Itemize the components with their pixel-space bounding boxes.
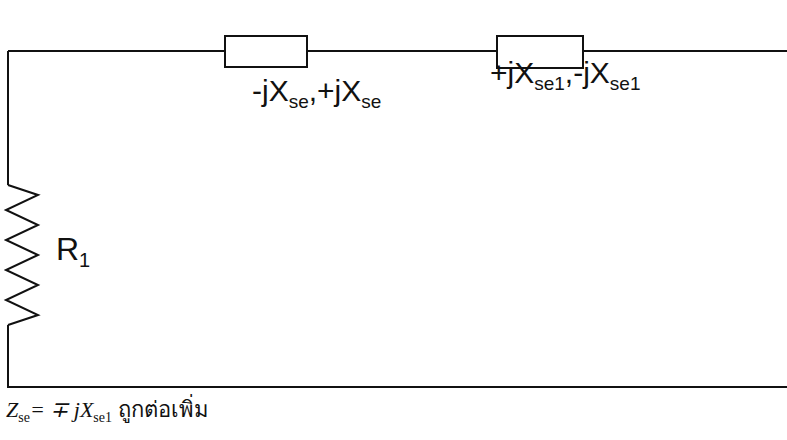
impedance-box — [225, 36, 307, 67]
wires — [6, 51, 787, 387]
label-text: -jX — [252, 74, 289, 107]
subscript-text: se — [289, 91, 309, 112]
resistor-symbol — [6, 185, 38, 325]
top-wire — [583, 50, 787, 52]
label-text: = ∓ jX — [30, 397, 93, 422]
subscript-text: se1 — [534, 73, 565, 94]
reactance-label: -jXse,+jXse — [252, 74, 381, 111]
left-wire — [7, 51, 9, 185]
top-wire — [307, 50, 497, 52]
reactance-label: +jXse1,-jXse1 — [490, 56, 640, 93]
subscript-text: se — [361, 91, 381, 112]
subscript-text: se1 — [610, 73, 641, 94]
label-text: Z — [6, 397, 18, 422]
label-text: R — [56, 231, 79, 267]
subscript-text: 1 — [79, 249, 90, 271]
label-text: ,-jX — [565, 56, 610, 89]
subscript-text: se1 — [93, 410, 112, 425]
subscript-text: se — [18, 410, 30, 425]
label-text: +jX — [490, 56, 534, 89]
bottom-wire — [8, 325, 787, 387]
resistor-label: R1 — [56, 232, 90, 270]
label-text: ถูกต่อเพิ่ม — [118, 397, 209, 422]
label-text: ,+jX — [309, 74, 362, 107]
top-wire — [8, 50, 225, 52]
note-text: Zse= ∓ jXse1 ถูกต่อเพิ่ม — [6, 398, 209, 425]
